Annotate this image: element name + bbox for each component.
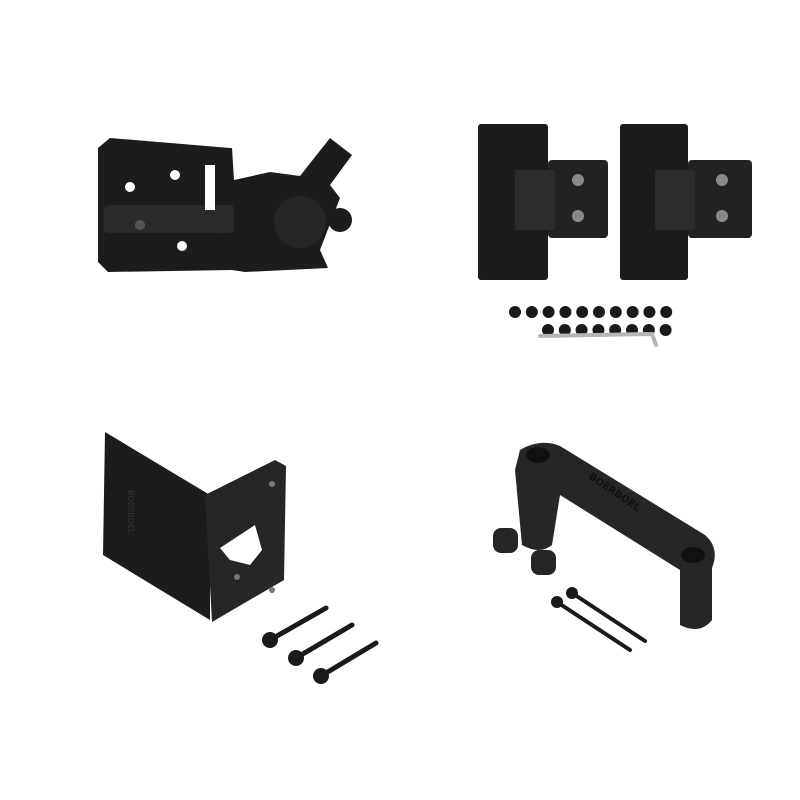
gate-latch [98,138,352,272]
pull-handle: BOERBOEL [515,442,715,629]
hex-key [538,331,658,347]
hinge-screw [509,306,521,318]
bracket-screws [262,605,379,684]
hinge-screw [609,306,622,318]
hinge-screw [558,324,571,336]
hinge-screw [575,324,588,336]
hinge-pair [478,124,752,280]
accent-shape-a [382,246,640,504]
hinge-screw [659,324,672,336]
hinge-screw [525,306,538,318]
hinge-screw [576,306,589,318]
handle-caps [493,528,556,575]
hinge-screws [509,306,673,336]
bracket-logo: BOERBOEL [126,490,135,534]
hinge-screw [593,306,605,318]
accent-shape-c [399,338,800,800]
hinge-screw [542,324,554,336]
hinge-screw [559,306,572,318]
accent-shape-d [534,647,710,800]
corner-bracket: BOERBOEL [103,432,286,622]
hinge-screw [542,306,555,318]
hinge-screw [660,306,673,318]
hinge-screw [643,306,656,318]
handle-bolts [551,587,647,652]
hinge-screw [626,306,639,318]
